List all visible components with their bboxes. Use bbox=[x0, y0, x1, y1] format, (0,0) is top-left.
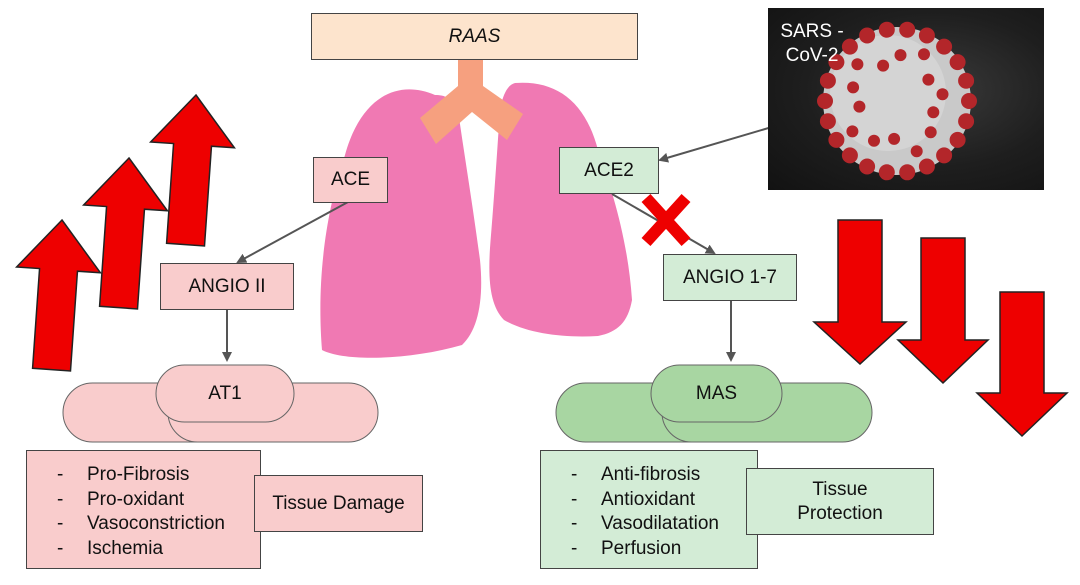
down-arrow-icon bbox=[896, 237, 990, 385]
tissue-protection-box: Tissue Protection bbox=[746, 468, 934, 535]
up-arrow-icon bbox=[14, 218, 102, 372]
trachea bbox=[420, 60, 523, 144]
list-item: Antioxidant bbox=[541, 488, 757, 513]
tissue-damage-box: Tissue Damage bbox=[254, 475, 423, 532]
right-lung bbox=[489, 82, 632, 337]
raas-title: RAAS bbox=[311, 13, 638, 60]
down-arrow-icon bbox=[975, 291, 1069, 438]
at1-label: AT1 bbox=[208, 382, 242, 404]
virus-label: SARS - CoV-2 bbox=[780, 21, 844, 66]
list-item: Vasoconstriction bbox=[27, 512, 260, 537]
list-item: Ischemia bbox=[27, 537, 260, 562]
angio17-box: ANGIO 1-7 bbox=[663, 254, 797, 301]
ace-to-angio2-arrow bbox=[236, 201, 349, 263]
list-item: Pro-oxidant bbox=[27, 488, 260, 513]
ace-box: ACE bbox=[313, 157, 388, 203]
mas-label: MAS bbox=[695, 382, 738, 404]
up-arrow-icon bbox=[81, 156, 169, 310]
at1-receptor-shape bbox=[62, 364, 379, 443]
ace2-box: ACE2 bbox=[559, 147, 659, 194]
angio2-box: ANGIO II bbox=[160, 263, 294, 310]
list-item: Perfusion bbox=[541, 537, 757, 562]
coronavirus-icon bbox=[817, 21, 977, 181]
virus-image: SARS - CoV-2 bbox=[768, 8, 1044, 190]
right-effects-list: Anti-fibrosis Antioxidant Vasodilatation… bbox=[540, 450, 758, 569]
list-item: Anti-fibrosis bbox=[541, 463, 757, 488]
list-item: Pro-Fibrosis bbox=[27, 463, 260, 488]
mas-receptor-shape bbox=[555, 364, 873, 443]
list-item: Vasodilatation bbox=[541, 512, 757, 537]
up-arrow-icon bbox=[148, 93, 236, 247]
down-arrow-icon bbox=[812, 219, 908, 366]
left-lung bbox=[320, 89, 482, 358]
block-x-icon bbox=[641, 193, 691, 247]
left-effects-list: Pro-Fibrosis Pro-oxidant Vasoconstrictio… bbox=[26, 450, 261, 569]
